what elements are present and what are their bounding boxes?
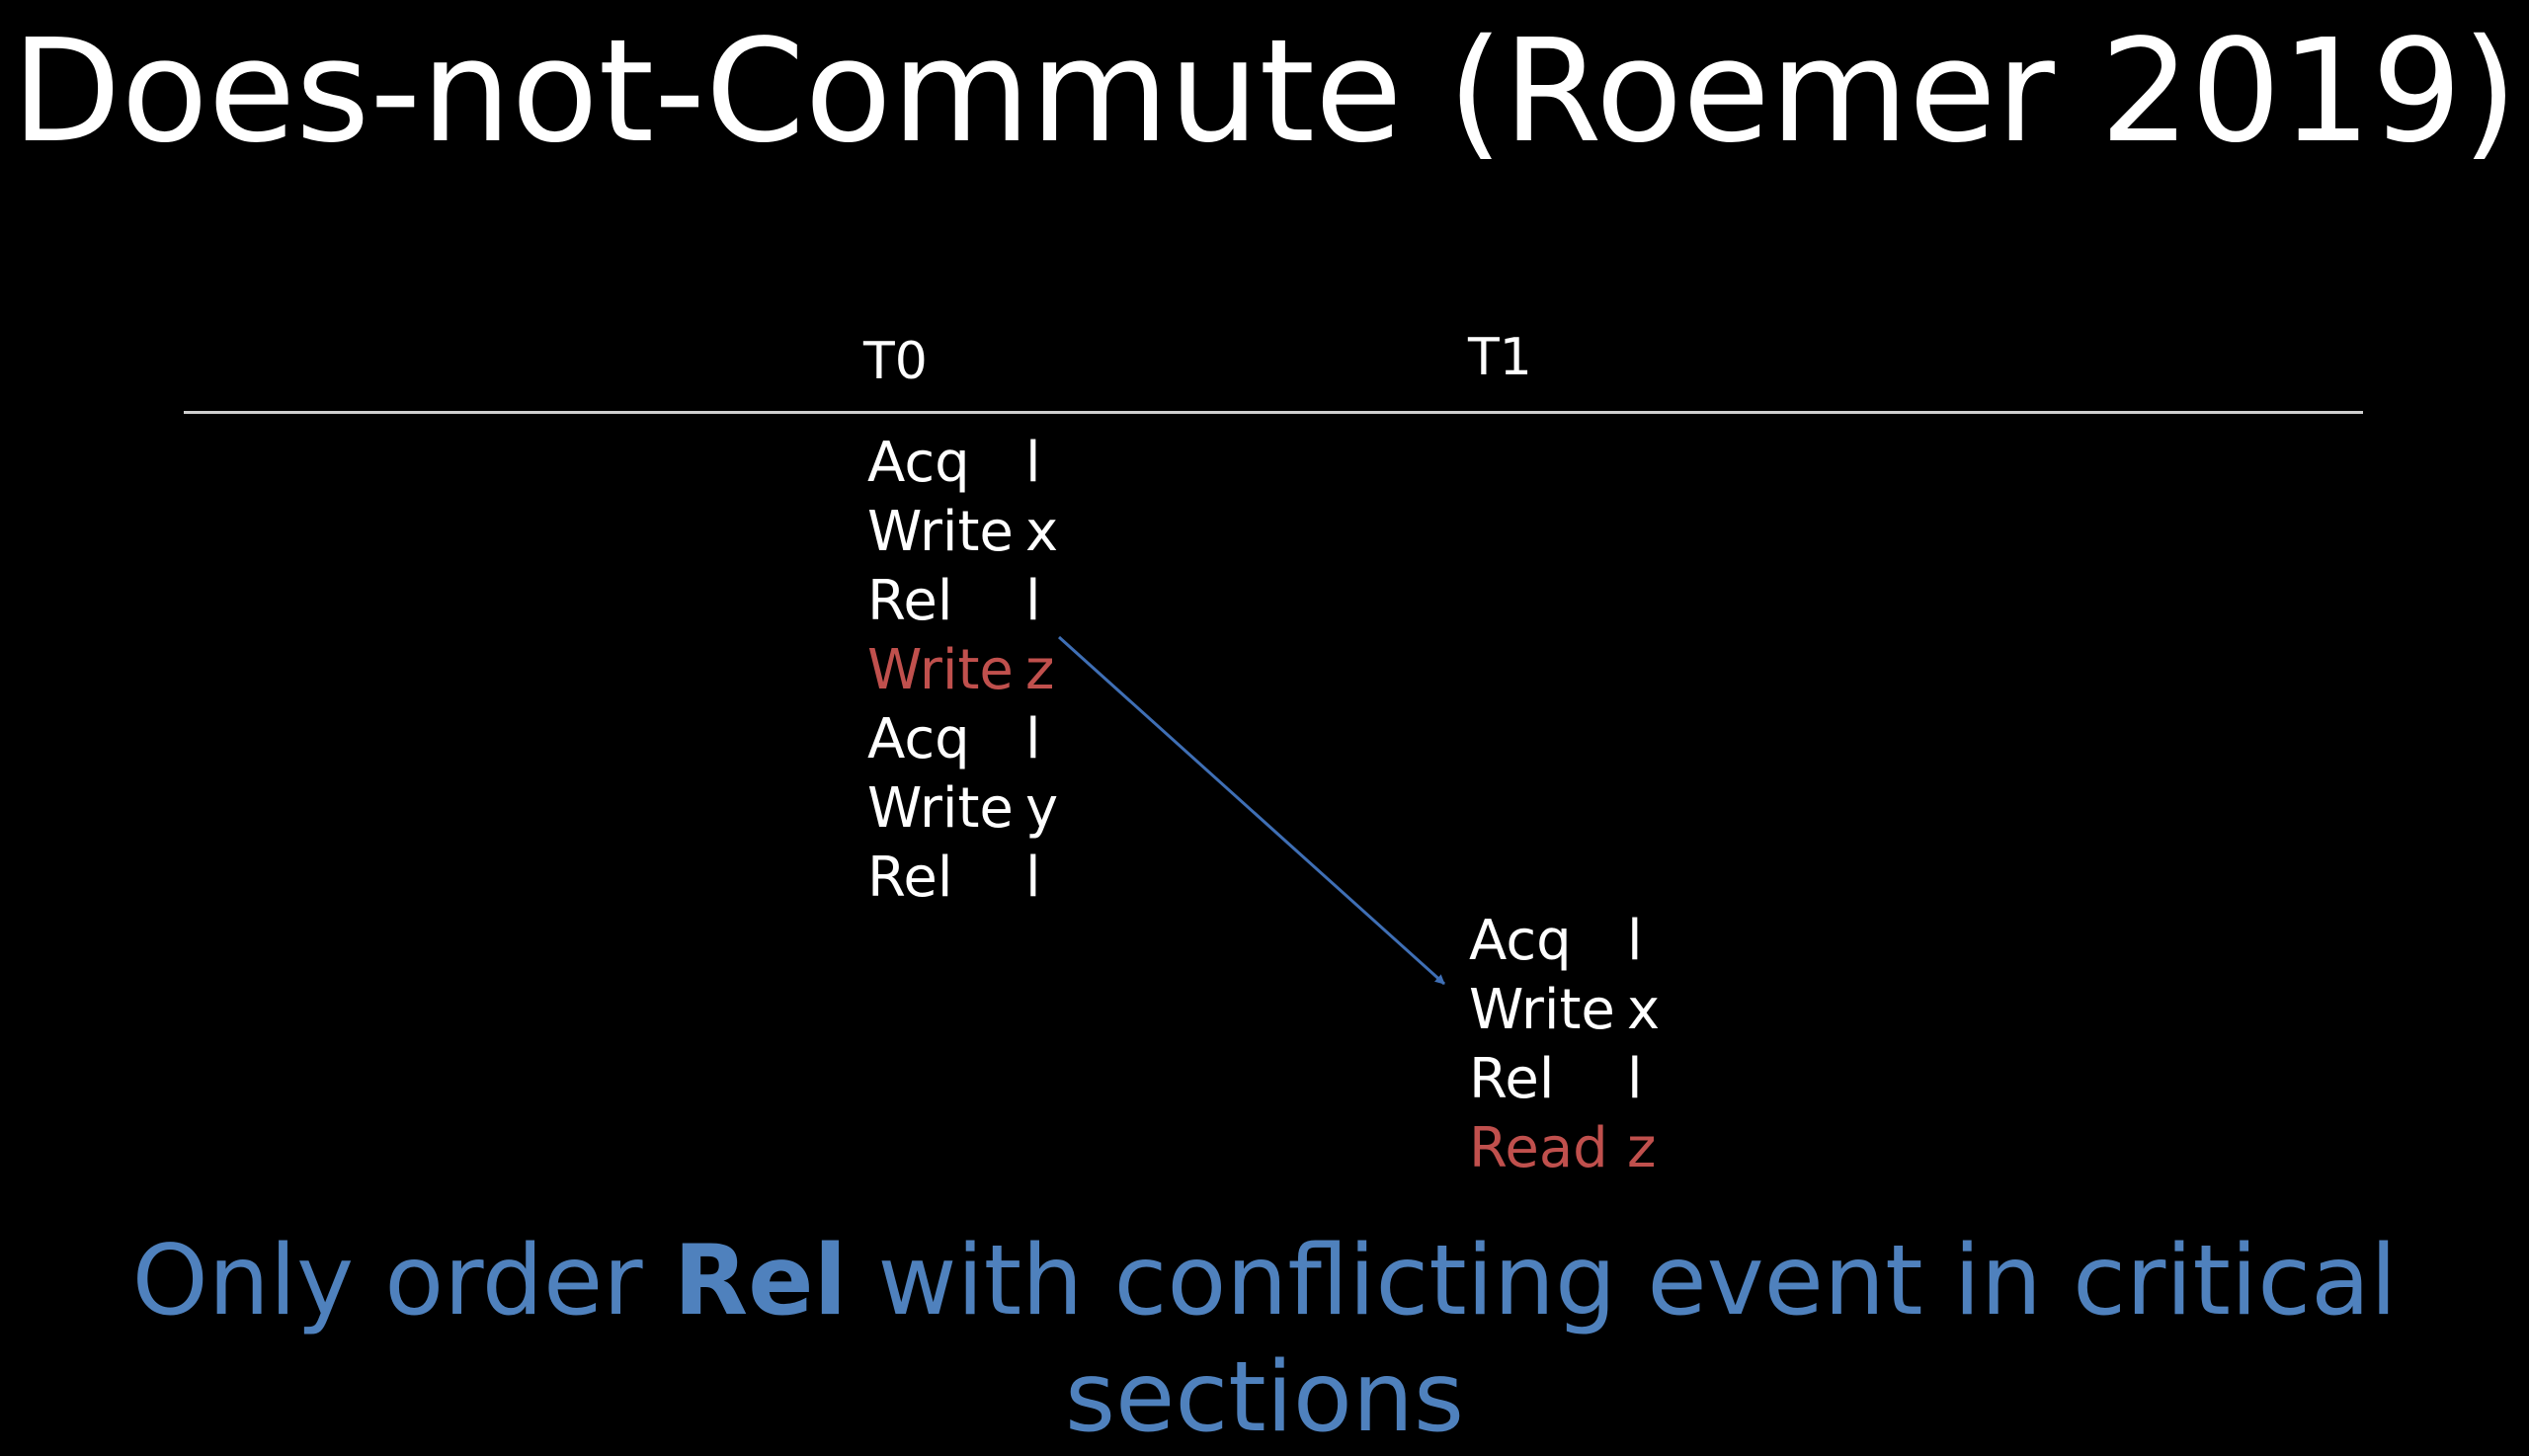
event-var: l [1627, 1047, 1643, 1111]
event-var: l [1025, 569, 1041, 633]
event-op: Acq [867, 707, 970, 771]
arrow-line [1057, 635, 1446, 986]
event-op: Write [867, 638, 1014, 702]
event-var: l [1025, 846, 1041, 910]
footer-text-bold: Rel [673, 1225, 848, 1337]
event-var: z [1627, 1116, 1657, 1180]
event-op: Acq [867, 431, 970, 495]
event-var: l [1627, 909, 1643, 973]
slide-title: Does-not-Commute (Roemer 2019) [11, 8, 2518, 174]
event-op: Rel [1469, 1047, 1555, 1111]
event-row: Rel l [867, 844, 1058, 913]
event-var: x [1025, 500, 1059, 564]
thread-t1-header: T1 [1468, 328, 1532, 387]
footer-caption: Only order Rel with conflicting event in… [0, 1223, 2529, 1456]
event-var: x [1627, 978, 1661, 1042]
event-op: Read [1469, 1116, 1608, 1180]
header-divider [184, 411, 2363, 414]
event-op: Acq [1469, 909, 1572, 973]
event-row: Rel l [1469, 1045, 1660, 1114]
event-var: l [1025, 707, 1041, 771]
event-op: Write [867, 776, 1014, 841]
event-op: Write [1469, 978, 1615, 1042]
thread-t0-header: T0 [863, 332, 928, 391]
synchronization-arrow [1057, 635, 1446, 986]
footer-text-after: with conflicting event in critical secti… [847, 1225, 2398, 1454]
footer-text-before: Only order [131, 1225, 674, 1337]
event-var: z [1025, 638, 1055, 702]
event-op: Rel [867, 846, 953, 910]
event-var: y [1025, 776, 1059, 841]
event-row: Rel l [867, 567, 1058, 636]
event-var: l [1025, 431, 1041, 495]
event-op: Write [867, 500, 1014, 564]
event-op: Rel [867, 569, 953, 633]
